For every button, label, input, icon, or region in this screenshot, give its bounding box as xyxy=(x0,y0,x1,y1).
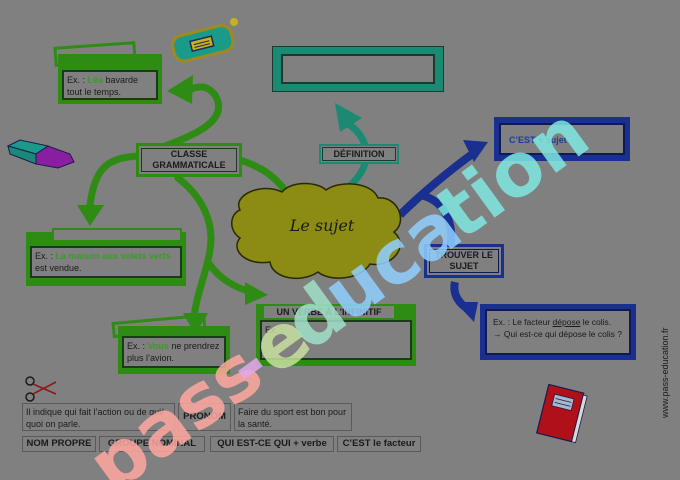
arrowhead xyxy=(167,75,193,104)
pencil-case-icon xyxy=(171,18,238,63)
definition-answer-slot[interactable] xyxy=(281,54,435,84)
cutout-definition-card[interactable]: Il indique qui fait l’action ou de qui/ … xyxy=(22,403,175,431)
node-trouver-le-sujet: TROUVER LE SUJET xyxy=(424,244,504,278)
definition-answer-box xyxy=(272,46,444,92)
book-icon xyxy=(536,383,588,444)
example-box-maison: Ex. : La maison aux volets verts est ven… xyxy=(26,228,186,286)
center-topic: Le sujet xyxy=(289,216,355,235)
example-box-facteur: Ex. : Le facteur dépose le colis. → Qui … xyxy=(480,304,636,360)
rule-box-cest: C’EST + sujet xyxy=(494,117,630,161)
cutout-pronom-card[interactable]: PRONOM xyxy=(178,403,231,431)
node-definition: DÉFINITION xyxy=(319,144,399,164)
cutout-cest-le-facteur-card[interactable]: C’EST le facteur xyxy=(337,436,421,452)
example-box-lea: Ex. : Léa bavarde tout le temps. xyxy=(58,54,162,104)
node-classe-grammaticale: CLASSE GRAMMATICALE xyxy=(136,143,242,177)
cutout-groupe-nominal-card[interactable]: GROUPE NOMINAL xyxy=(99,436,205,452)
cutout-nom-propre-card[interactable]: NOM PROPRE xyxy=(22,436,96,452)
site-url[interactable]: www.pass-education.fr xyxy=(660,327,670,418)
example-box-infinitif: UN VERBE À L’INFINITIF Ex. : xyxy=(256,304,416,366)
cloud-shape xyxy=(231,182,402,280)
eraser-icon xyxy=(6,139,75,169)
example-box-vous: Ex. : Vous ne prendrez plus l’avion. xyxy=(118,326,230,374)
cutout-qui-est-ce-qui-card[interactable]: QUI EST-CE QUI + verbe xyxy=(210,436,334,452)
answer-slot-2[interactable] xyxy=(52,228,182,242)
cutout-example-card[interactable]: Faire du sport est bon pour la santé. xyxy=(234,403,352,431)
scissors-icon xyxy=(25,376,57,402)
